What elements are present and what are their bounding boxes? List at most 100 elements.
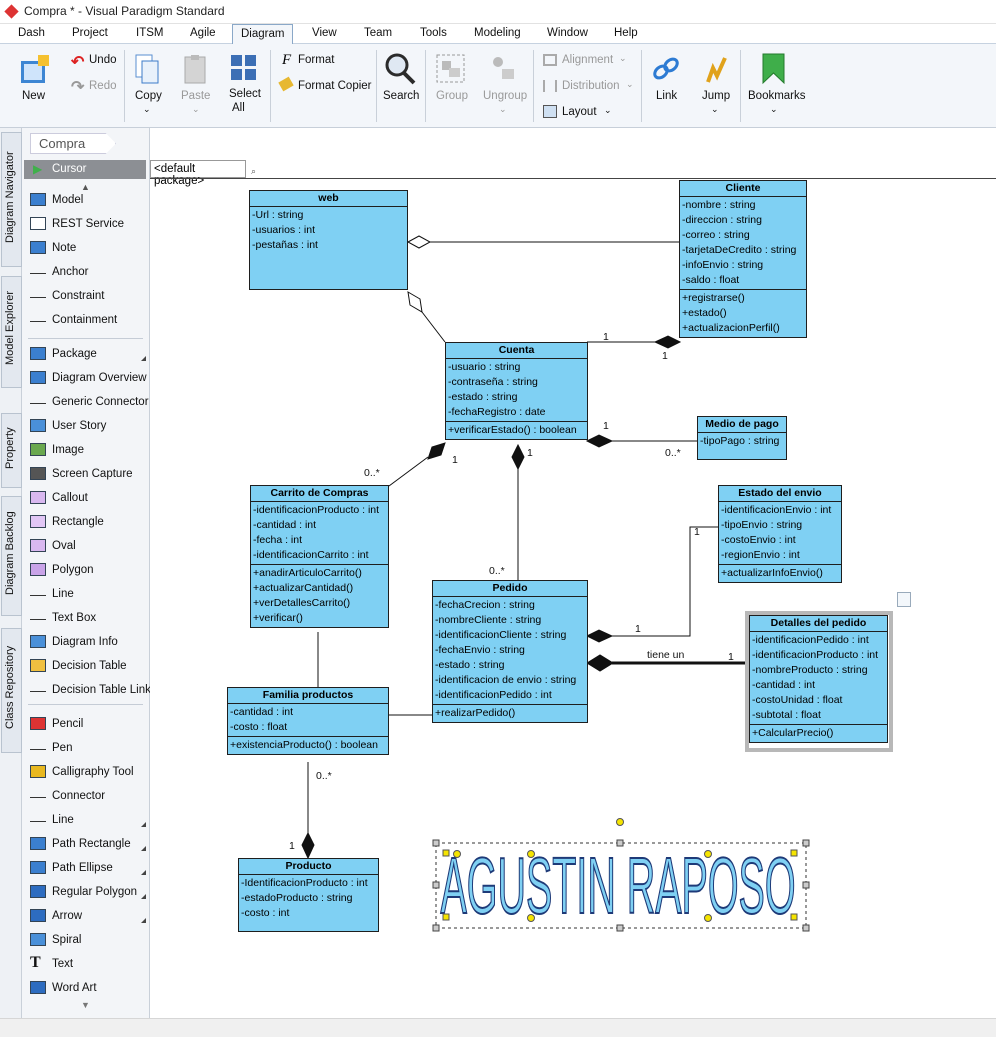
menu-itsm[interactable]: ITSM xyxy=(136,27,164,39)
class-cuenta[interactable]: Cuenta-usuario : string-contraseña : str… xyxy=(445,342,588,440)
diagram-info-icon xyxy=(30,635,46,648)
menu-project[interactable]: Project xyxy=(72,27,108,39)
resource-catalog-icon[interactable] xyxy=(897,592,911,607)
palette-item-rest-service[interactable]: REST Service xyxy=(30,216,148,234)
palette-item-draw-line[interactable]: Line xyxy=(30,812,148,830)
operation-compartment: +verificarEstado() : boolean xyxy=(446,422,587,439)
multiplicity-label: 1 xyxy=(452,454,458,466)
palette-item-containment[interactable]: Containment xyxy=(30,312,148,330)
palette-item-word-art[interactable]: Word Art xyxy=(30,980,148,998)
class-familia[interactable]: Familia productos-cantidad : int-costo :… xyxy=(227,687,389,755)
menu-agile[interactable]: Agile xyxy=(190,27,216,39)
class-attribute: -subtotal : float xyxy=(752,709,821,721)
pencil-icon xyxy=(30,717,46,730)
tab-diagram-navigator[interactable]: Diagram Navigator xyxy=(1,132,22,267)
tab-diagram-backlog[interactable]: Diagram Backlog xyxy=(1,496,22,616)
palette-item-calligraphy-tool[interactable]: Calligraphy Tool xyxy=(30,764,148,782)
association-name: tiene un xyxy=(647,649,685,661)
spiral-icon xyxy=(30,933,46,946)
class-cliente[interactable]: Cliente-nombre : string-direccion : stri… xyxy=(679,180,807,338)
screen-capture-icon xyxy=(30,467,46,480)
menu-help[interactable]: Help xyxy=(614,27,638,39)
menu-view[interactable]: View xyxy=(312,27,337,39)
class-attribute: -usuarios : int xyxy=(252,224,316,236)
palette-item-decision-table-link[interactable]: Decision Table Link xyxy=(30,682,151,700)
class-operation: +actualizacionPerfil() xyxy=(682,322,780,334)
pen-icon xyxy=(30,741,46,750)
undo-icon: ↶ xyxy=(71,54,85,71)
search-icon xyxy=(385,53,416,85)
composition-diamond-icon xyxy=(585,629,614,643)
menu-dash[interactable]: Dash xyxy=(18,27,45,39)
palette-item-model[interactable]: Model xyxy=(30,192,148,210)
scroll-down-icon[interactable]: ▼ xyxy=(81,1000,90,1010)
composition-diamond-icon xyxy=(586,654,614,672)
palette-item-package[interactable]: Package xyxy=(30,346,148,364)
class-name: Detalles del pedido xyxy=(750,616,887,632)
palette-item-decision-table[interactable]: Decision Table xyxy=(30,658,148,676)
composition-diamond-icon xyxy=(653,335,682,349)
palette-item-rectangle[interactable]: Rectangle xyxy=(30,514,148,532)
palette-item-user-story[interactable]: User Story xyxy=(30,418,148,436)
palette-item-generic-connector[interactable]: Generic Connector xyxy=(30,394,149,412)
palette-item-path-ellipse[interactable]: Path Ellipse xyxy=(30,860,148,878)
oval-icon xyxy=(30,539,46,552)
palette-item-constraint[interactable]: Constraint xyxy=(30,288,148,306)
connector-icon xyxy=(30,789,46,798)
class-carrito[interactable]: Carrito de Compras-identificacionProduct… xyxy=(250,485,389,628)
palette-item-polygon[interactable]: Polygon xyxy=(30,562,148,580)
palette-cursor[interactable]: ▶ Cursor xyxy=(24,160,146,179)
class-estado[interactable]: Estado del envio-identificacionEnvio : i… xyxy=(718,485,842,583)
palette-item-connector[interactable]: Connector xyxy=(30,788,148,806)
tab-property[interactable]: Property xyxy=(1,413,22,488)
palette-item-spiral[interactable]: Spiral xyxy=(30,932,148,950)
anchor-icon xyxy=(30,265,46,274)
menu-tools[interactable]: Tools xyxy=(420,27,447,39)
tab-class-repository[interactable]: Class Repository xyxy=(1,628,22,753)
palette-item-path-rectangle[interactable]: Path Rectangle xyxy=(30,836,148,854)
palette-item-pen[interactable]: Pen xyxy=(30,740,148,758)
palette-item-image[interactable]: Image xyxy=(30,442,148,460)
class-name: web xyxy=(250,191,407,207)
palette-item-pencil[interactable]: Pencil xyxy=(30,716,148,734)
class-producto[interactable]: Producto-IdentificacionProducto : int-es… xyxy=(238,858,379,932)
palette-item-note[interactable]: Note xyxy=(30,240,148,258)
class-detalles[interactable]: Detalles del pedido-identificacionPedido… xyxy=(749,615,888,743)
tab-model-explorer[interactable]: Model Explorer xyxy=(1,276,22,388)
class-web[interactable]: web-Url : string-usuarios : int-pestañas… xyxy=(249,190,408,290)
palette-item-diagram-overview[interactable]: Diagram Overview xyxy=(30,370,148,388)
breadcrumb[interactable]: Compra xyxy=(30,133,116,154)
class-operation: +realizarPedido() xyxy=(435,707,516,719)
class-attribute: -estadoProducto : string xyxy=(241,892,353,904)
web-cuenta-association xyxy=(421,311,446,343)
regular-polygon-icon xyxy=(30,885,46,898)
word-art[interactable]: AGUSTIN RAPOSO xyxy=(430,815,815,935)
class-pedido[interactable]: Pedido-fechaCrecion : string-nombreClien… xyxy=(432,580,588,723)
class-name: Cliente xyxy=(680,181,806,197)
palette-item-diagram-info[interactable]: Diagram Info xyxy=(30,634,148,652)
palette-item-arrow[interactable]: Arrow xyxy=(30,908,148,926)
palette-item-oval[interactable]: Oval xyxy=(30,538,148,556)
scroll-up-icon[interactable]: ▲ xyxy=(81,182,90,192)
class-medio[interactable]: Medio de pago-tipoPago : string xyxy=(697,416,787,460)
composition-diamond-icon xyxy=(427,442,446,460)
multiplicity-label: 0..* xyxy=(489,565,505,577)
cuenta-carrito-composition xyxy=(388,456,429,487)
class-attribute: -correo : string xyxy=(682,229,750,241)
menu-diagram[interactable]: Diagram xyxy=(232,24,294,45)
palette-item-callout[interactable]: Callout xyxy=(30,490,148,508)
aggregation-diamond-icon xyxy=(406,235,432,249)
menu-team[interactable]: Team xyxy=(364,27,393,39)
class-attribute: -costo : int xyxy=(241,907,290,919)
menu-window[interactable]: Window xyxy=(547,27,588,39)
class-operation: +actualizarInfoEnvio() xyxy=(721,567,823,579)
palette-item-anchor[interactable]: Anchor xyxy=(30,264,148,282)
class-attribute: -IdentificacionProducto : int xyxy=(241,877,368,889)
palette-item-text-box[interactable]: Text Box xyxy=(30,610,148,628)
palette-item-line[interactable]: Line xyxy=(30,586,148,604)
menu-modeling[interactable]: Modeling xyxy=(474,27,521,39)
package-search-icon[interactable]: ⌕ xyxy=(251,166,257,176)
palette-item-regular-polygon[interactable]: Regular Polygon xyxy=(30,884,148,902)
palette-item-screen-capture[interactable]: Screen Capture xyxy=(30,466,148,484)
